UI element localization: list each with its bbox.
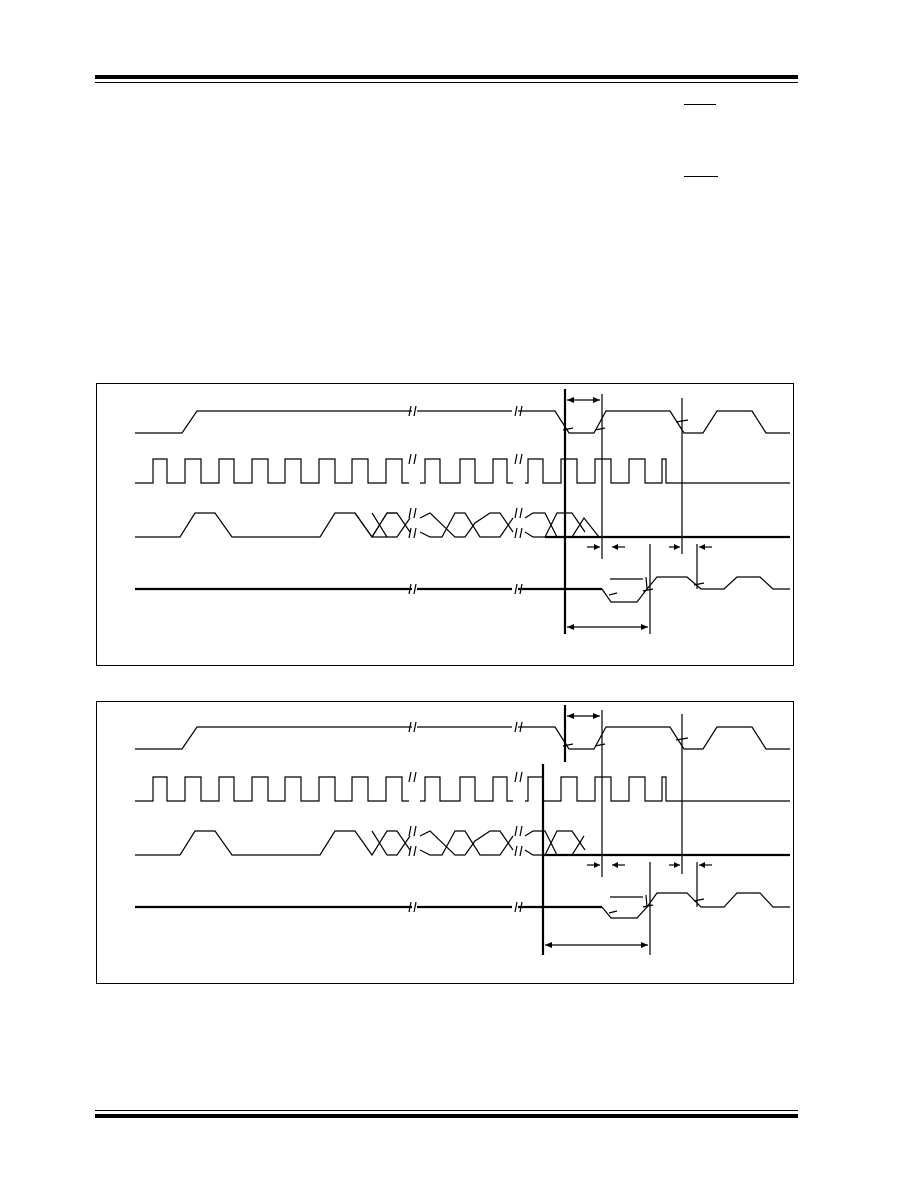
break-mark-out [408, 901, 523, 913]
break-mark-data [408, 825, 523, 857]
overbar-mark-2 [684, 176, 718, 177]
signal-data-in-5 [419, 512, 514, 538]
footer-rule-thick [95, 1114, 798, 1118]
signal-data-in-7 [524, 512, 586, 538]
break-mark-data [408, 507, 523, 539]
signal-clock-2 [420, 776, 513, 802]
signal-data-in-3 [387, 512, 411, 538]
break-mark [408, 405, 523, 417]
header-rule-thin [95, 82, 798, 83]
signal-select-line [135, 726, 790, 750]
signal-clock [135, 776, 409, 802]
signal-data-in-2 [354, 512, 388, 538]
signal-data-in-4 [419, 512, 514, 538]
header-rule-thick [95, 75, 798, 79]
overbar-mark-1 [684, 104, 716, 105]
signal-data-out-2 [601, 576, 648, 603]
signal-data-out-4 [646, 576, 790, 590]
footer-rule-thin [95, 1110, 798, 1111]
timing-diagram-lower [96, 701, 794, 984]
signal-clock-3 [525, 776, 790, 802]
signal-data-in [135, 830, 411, 857]
signal-clock-2 [420, 458, 513, 484]
signal-select-line [135, 410, 790, 434]
break-mark-clock [408, 453, 523, 465]
break-mark [408, 721, 523, 733]
break-mark-clock [408, 771, 523, 783]
break-mark-out [408, 583, 523, 595]
timing-diagram-lower-svg [135, 705, 790, 955]
timing-diagram-upper [96, 383, 794, 666]
signal-clock-3 [525, 458, 790, 484]
signal-clock [135, 458, 409, 484]
timing-diagram-upper-svg [135, 389, 790, 634]
